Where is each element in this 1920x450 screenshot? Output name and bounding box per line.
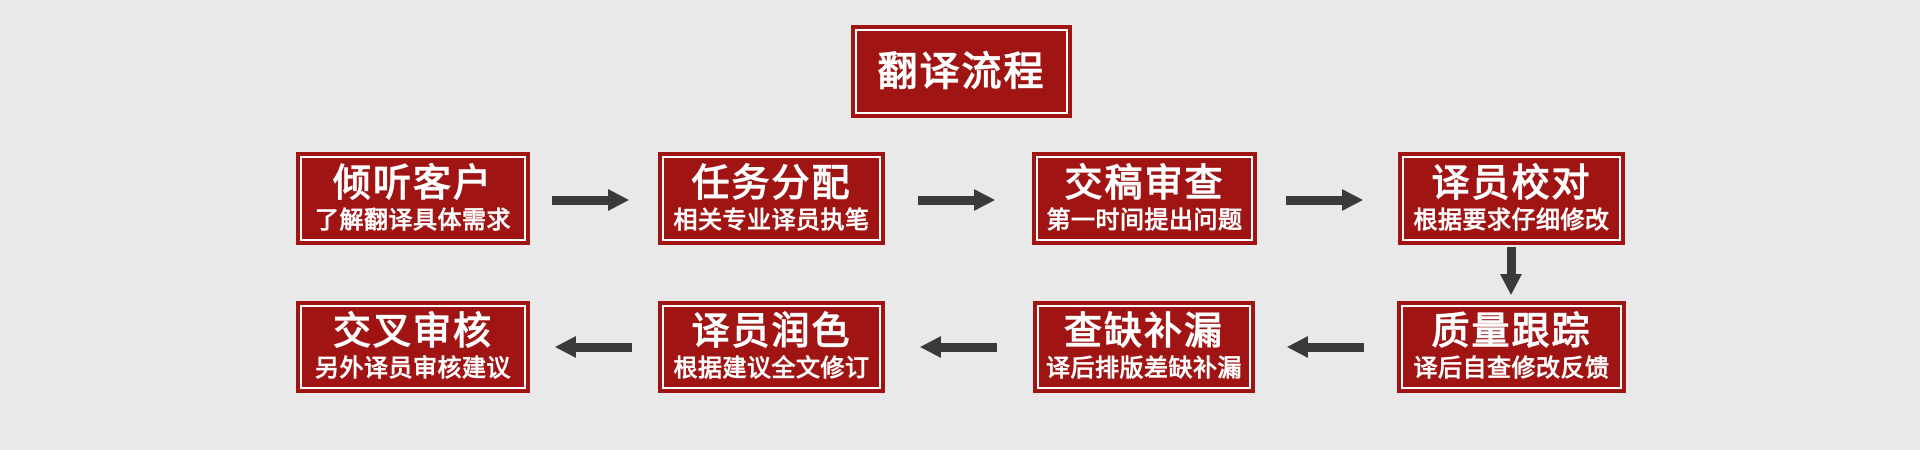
flowchart-title-box: 翻译流程 [851,25,1072,118]
step-box-task-assignment: 任务分配 相关专业译员执笔 [658,152,885,245]
flowchart-title-box-inner: 翻译流程 [855,29,1068,114]
step-title: 质量跟踪 [1431,311,1592,353]
step-box-translator-proofread: 译员校对 根据要求仔细修改 [1398,152,1625,245]
step-box-inner: 倾听客户 了解翻译具体需求 [300,156,526,241]
step-box-gap-filling: 查缺补漏 译后排版差缺补漏 [1033,301,1255,393]
step-box-inner: 查缺补漏 译后排版差缺补漏 [1037,305,1251,389]
flowchart-title: 翻译流程 [877,49,1046,94]
arrow-shaft [576,342,632,352]
step-box-cross-review: 交叉审核 另外译员审核建议 [296,301,530,393]
arrow-head [920,336,941,358]
arrow-head [974,189,995,211]
arrow-right-icon [552,189,629,211]
arrow-head [555,336,576,358]
arrow-left-icon [555,336,632,358]
step-box-listen-to-client: 倾听客户 了解翻译具体需求 [296,152,530,245]
arrow-head [1287,336,1308,358]
arrow-head [1500,274,1522,295]
step-subtitle: 了解翻译具体需求 [315,206,511,234]
step-title: 任务分配 [691,162,852,205]
arrow-head [1342,189,1363,211]
step-title: 交稿审查 [1064,162,1225,205]
step-subtitle: 根据建议全文修订 [673,355,870,382]
step-box-inner: 质量跟踪 译后自查修改反馈 [1401,305,1622,389]
step-box-draft-review: 交稿审查 第一时间提出问题 [1032,152,1257,245]
arrow-right-icon [918,189,995,211]
step-box-inner: 译员校对 根据要求仔细修改 [1402,156,1621,241]
step-box-inner: 任务分配 相关专业译员执笔 [662,156,881,241]
step-box-translator-polish: 译员润色 根据建议全文修订 [658,301,885,393]
arrow-shaft [1308,342,1364,352]
arrow-shaft [1286,195,1342,205]
arrow-shaft [941,342,997,352]
step-subtitle: 相关专业译员执笔 [673,206,870,234]
arrow-right-icon [1286,189,1363,211]
step-subtitle: 译后排版差缺补漏 [1046,355,1242,382]
arrow-shaft [1506,247,1516,274]
step-subtitle: 译后自查修改反馈 [1413,355,1610,382]
arrow-down-icon [1500,247,1522,295]
step-title: 译员润色 [691,311,852,353]
step-title: 交叉审核 [332,311,493,353]
arrow-head [608,189,629,211]
step-subtitle: 第一时间提出问题 [1046,206,1243,234]
arrow-left-icon [1287,336,1364,358]
step-box-inner: 交叉审核 另外译员审核建议 [300,305,526,389]
arrow-shaft [552,195,608,205]
step-box-quality-tracking: 质量跟踪 译后自查修改反馈 [1397,301,1626,393]
arrow-left-icon [920,336,997,358]
arrow-shaft [918,195,974,205]
step-title: 译员校对 [1431,162,1592,205]
step-box-inner: 译员润色 根据建议全文修订 [662,305,881,389]
step-title: 倾听客户 [332,162,493,205]
step-title: 查缺补漏 [1063,311,1224,353]
step-box-inner: 交稿审查 第一时间提出问题 [1036,156,1253,241]
step-subtitle: 另外译员审核建议 [315,355,511,382]
step-subtitle: 根据要求仔细修改 [1413,206,1610,234]
